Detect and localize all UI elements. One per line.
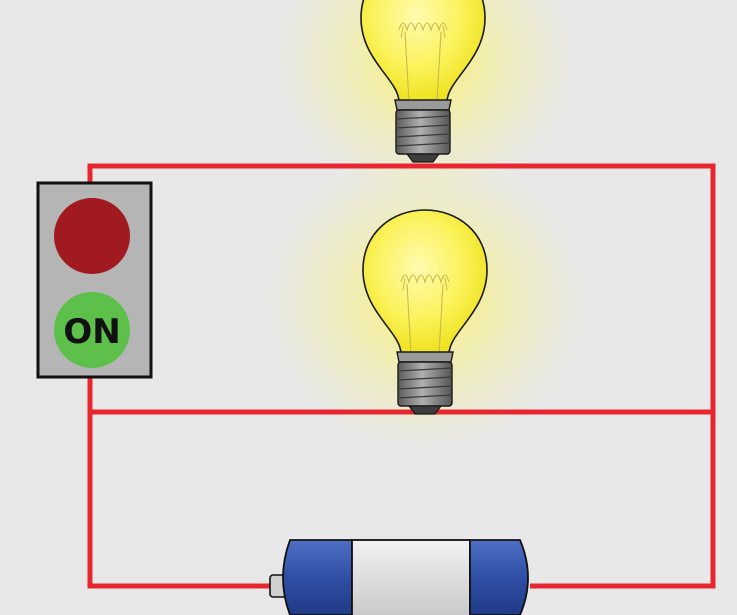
wire-top-branch — [87, 163, 716, 589]
off-button[interactable] — [54, 198, 130, 274]
on-button[interactable]: ON — [54, 292, 130, 368]
on-label: ON — [63, 312, 120, 352]
battery-body — [351, 539, 471, 615]
wire-battery-negative — [87, 412, 282, 589]
battery — [269, 539, 529, 615]
battery-right-cap — [469, 539, 529, 615]
battery-left-cap — [282, 539, 353, 615]
switch[interactable]: ON — [36, 181, 153, 379]
wires — [87, 163, 716, 589]
on-button-circle — [54, 292, 130, 368]
